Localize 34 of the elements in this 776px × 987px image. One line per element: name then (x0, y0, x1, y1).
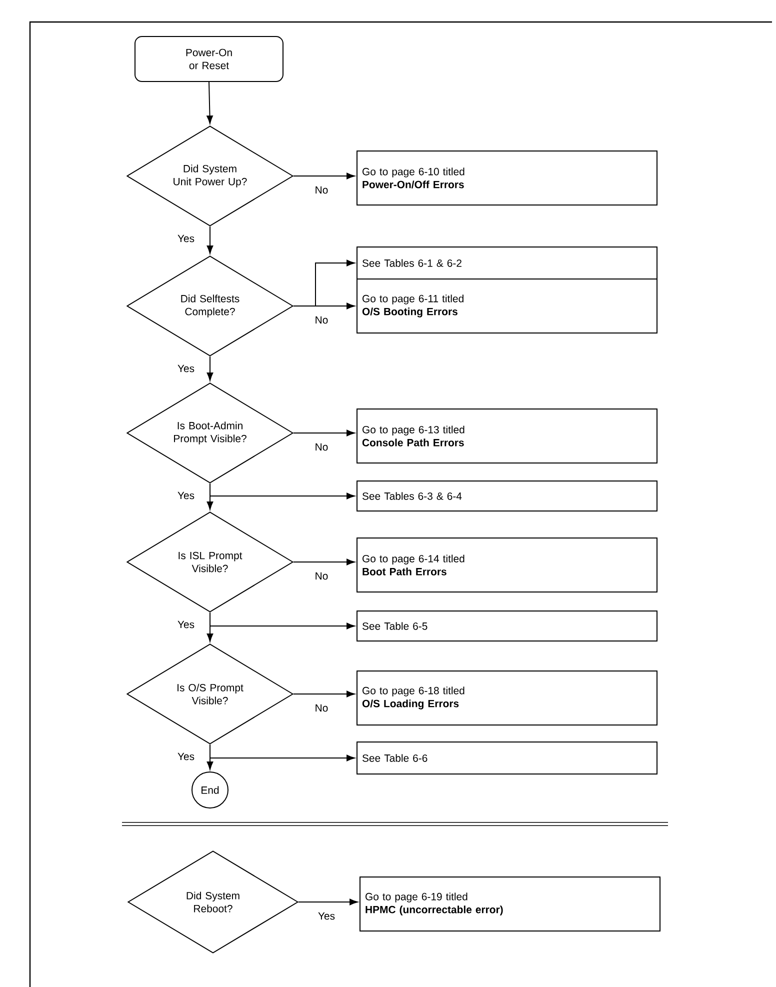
arrow (206, 744, 214, 770)
arrow (293, 690, 355, 698)
process-box: Go to page 6-10 titled Power-On/Off Errors (356, 150, 658, 206)
arrow (293, 558, 355, 566)
edge-label: Yes (176, 752, 196, 762)
edge-label: No (314, 571, 330, 581)
arrow (206, 226, 214, 254)
edge-label: No (314, 185, 330, 195)
process-box: See Tables 6-3 & 6-4 (356, 480, 658, 512)
process-box: Go to page 6-18 titled O/S Loading Errors (356, 670, 658, 726)
edge-label: Yes (176, 620, 196, 630)
arrow (293, 430, 355, 436)
process-box: Go to page 6-11 titled O/S Booting Errors (356, 278, 658, 334)
arrow (206, 612, 214, 642)
edge-label: Yes (316, 911, 336, 921)
arrow (206, 82, 213, 124)
arrow (293, 302, 355, 310)
arrow (206, 483, 214, 510)
arrow (293, 172, 355, 180)
process-box: See Tables 6-1 & 6-2 (356, 246, 658, 280)
edge-label: No (314, 315, 330, 325)
edge-label: No (314, 442, 330, 452)
edge-label: Yes (176, 234, 196, 244)
process-box: See Table 6-6 (356, 742, 658, 774)
process-box: See Table 6-5 (356, 610, 658, 642)
edge-label: No (314, 703, 330, 713)
process-box: Go to page 6-19 titled HPMC (uncorrectable error) (360, 876, 660, 932)
start-box: Power-On or Reset (134, 36, 284, 82)
edge-label: Yes (176, 364, 196, 374)
arrow (206, 356, 214, 381)
edge-label: Yes (176, 490, 196, 500)
arrow (298, 898, 358, 906)
process-box: Go to page 6-14 titled Boot Path Errors (356, 538, 658, 592)
process-box: Go to page 6-13 titled Console Path Errors (356, 408, 658, 464)
